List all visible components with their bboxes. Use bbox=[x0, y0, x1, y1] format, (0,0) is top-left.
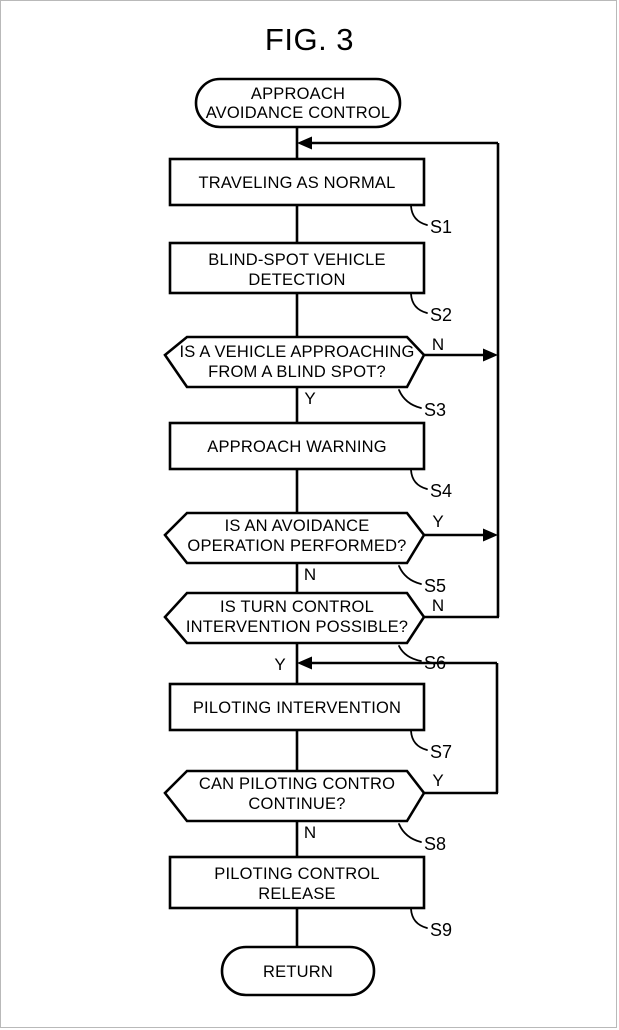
step-label-s1: S1 bbox=[430, 217, 452, 237]
node-s2-line-2: DETECTION bbox=[248, 271, 345, 289]
branch-label-s5-yes: Y bbox=[432, 512, 443, 531]
leader-s5 bbox=[398, 565, 422, 585]
step-label-s7: S7 bbox=[430, 742, 452, 762]
node-return-shape bbox=[220, 945, 376, 997]
node-s4-shape bbox=[168, 421, 426, 471]
leader-s1 bbox=[410, 205, 428, 226]
node-s2-line-1: BLIND-SPOT VEHICLE bbox=[208, 251, 386, 269]
node-s9-shape bbox=[168, 855, 426, 910]
branch-label-s6-no: N bbox=[432, 596, 444, 615]
arrowhead-s5-yes bbox=[483, 528, 498, 542]
step-label-s5: S5 bbox=[424, 576, 446, 596]
branch-label-s3-yes: Y bbox=[304, 389, 315, 408]
step-label-s4: S4 bbox=[430, 481, 452, 501]
step-label-s2: S2 bbox=[430, 305, 452, 325]
node-start-line-1: APPROACH bbox=[251, 85, 345, 103]
leader-s4 bbox=[410, 469, 428, 490]
node-s7-shape bbox=[168, 682, 426, 732]
node-s9-line-2: RELEASE bbox=[258, 885, 336, 903]
leader-s3 bbox=[398, 389, 422, 409]
node-s5-line-2: OPERATION PERFORMED? bbox=[187, 537, 406, 555]
figure-title: FIG. 3 bbox=[264, 22, 355, 57]
node-s8-shape bbox=[163, 769, 426, 823]
node-s7-label: PILOTING INTERVENTION bbox=[193, 699, 401, 717]
node-s3-shape bbox=[163, 335, 426, 389]
node-s3-line-2: FROM A BLIND SPOT? bbox=[208, 363, 386, 381]
leader-s6 bbox=[398, 645, 422, 662]
node-s8-line-2: CONTINUE? bbox=[248, 795, 345, 813]
step-label-s9: S9 bbox=[430, 920, 452, 940]
node-s2-shape bbox=[168, 241, 426, 295]
branch-label-s8-yes: Y bbox=[432, 771, 443, 790]
branch-label-s8-no: N bbox=[304, 823, 316, 842]
leader-s9 bbox=[410, 908, 428, 929]
node-start-shape bbox=[194, 77, 402, 129]
node-s8-line-1: CAN PILOTING CONTRO bbox=[199, 775, 395, 793]
branch-label-s6-yes: Y bbox=[274, 655, 285, 674]
step-label-s6: S6 bbox=[424, 653, 446, 673]
arrowhead-return-top bbox=[297, 136, 312, 150]
node-start-line-2: AVOIDANCE CONTROL bbox=[206, 104, 391, 122]
step-label-s3: S3 bbox=[424, 400, 446, 420]
leader-s7 bbox=[410, 730, 428, 751]
branch-label-s3-no: N bbox=[432, 335, 444, 354]
node-s1-label: TRAVELING AS NORMAL bbox=[199, 174, 396, 192]
node-s6-line-2: INTERVENTION POSSIBLE? bbox=[186, 618, 408, 636]
node-s5-line-1: IS AN AVOIDANCE bbox=[225, 517, 370, 535]
step-label-s8: S8 bbox=[424, 834, 446, 854]
node-s4-label: APPROACH WARNING bbox=[207, 438, 387, 456]
node-s6-line-1: IS TURN CONTROL bbox=[220, 598, 374, 616]
leader-s2 bbox=[410, 293, 428, 314]
leader-s8 bbox=[398, 823, 422, 843]
node-s1-shape bbox=[168, 157, 426, 207]
node-return-label: RETURN bbox=[263, 963, 333, 981]
node-s6-shape bbox=[163, 591, 426, 645]
arrowhead-s8-yes-merge bbox=[297, 656, 312, 670]
arrowhead-s3-no bbox=[483, 348, 498, 362]
node-s9-line-1: PILOTING CONTROL bbox=[214, 865, 379, 883]
branch-label-s5-no: N bbox=[304, 565, 316, 584]
node-s5-shape bbox=[163, 511, 426, 565]
node-s3-line-1: IS A VEHICLE APPROACHING bbox=[180, 343, 415, 361]
